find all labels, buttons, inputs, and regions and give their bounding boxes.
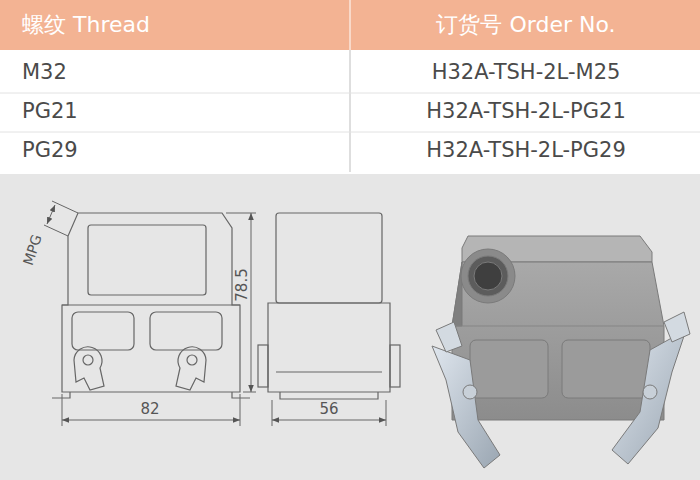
height-dimension: 78.5 (234, 268, 251, 301)
depth-dimension-part (386, 400, 387, 426)
table-cell: H32A-TSH-2L-M25 (432, 61, 621, 84)
product-photo-part (461, 249, 515, 303)
side-view-part (280, 392, 378, 399)
side-view (258, 213, 400, 399)
front-view-part (74, 347, 104, 390)
table-cell: PG21 (22, 100, 78, 123)
product-photo-part (432, 346, 500, 468)
table-grid-part (0, 132, 700, 133)
side-view-part (258, 345, 268, 387)
depth-dimension-part (272, 420, 386, 421)
product-photo-part (612, 330, 686, 464)
table-grid-part (350, 0, 351, 50)
product-photo-part (452, 262, 462, 326)
height-dimension (226, 213, 256, 392)
mpg-dimension-part (47, 205, 55, 224)
table-grid (0, 0, 700, 172)
front-view-part (187, 355, 197, 365)
product-photo-part (452, 326, 664, 327)
front-view-part (62, 304, 240, 305)
depth-dimension (272, 400, 386, 426)
front-view-part (72, 312, 134, 350)
product-photo-part (470, 340, 548, 398)
mpg-dimension-part (52, 201, 78, 213)
product-photo-part (468, 256, 508, 296)
product-photo-part (664, 312, 690, 342)
front-view-part (232, 392, 250, 398)
width-dimension-part (240, 394, 241, 426)
product-photo-part (474, 262, 502, 290)
column-header: 订货号 Order No. (436, 13, 615, 37)
product-photo-part (562, 340, 650, 398)
height-dimension-part (243, 392, 256, 393)
front-view-part (176, 347, 206, 390)
front-view-part (83, 355, 93, 365)
product-photo-part (436, 322, 462, 352)
width-dimension-part (62, 420, 240, 421)
depth-dimension-part (272, 400, 273, 426)
front-view (52, 213, 250, 398)
table-cell: PG29 (22, 139, 78, 162)
height-dimension-part (251, 213, 252, 392)
table-grid-part (0, 93, 700, 94)
front-view-part (52, 392, 70, 398)
table-cell: M32 (22, 61, 67, 84)
front-view-part (88, 225, 206, 295)
column-header: 螺纹 Thread (22, 13, 150, 37)
width-dimension-part (62, 394, 63, 426)
mpg-dimension-part (44, 225, 68, 236)
side-view-part (390, 345, 400, 387)
product-photo-part (643, 385, 657, 399)
depth-dimension: 56 (319, 401, 338, 418)
product-photo-part (452, 262, 664, 420)
product-photo-part (463, 385, 477, 399)
table-cell: H32A-TSH-2L-PG21 (426, 100, 626, 123)
table-grid-part (350, 50, 351, 172)
mpg-dimension (44, 201, 78, 236)
side-view-part (276, 213, 382, 303)
front-view-part (62, 213, 240, 392)
front-view-part (150, 312, 222, 350)
side-view-part (276, 371, 382, 372)
width-dimension: 82 (140, 401, 159, 418)
side-view-part (268, 303, 390, 392)
width-dimension (62, 394, 240, 426)
product-photo (432, 236, 690, 468)
table-cell: H32A-TSH-2L-PG29 (426, 139, 626, 162)
